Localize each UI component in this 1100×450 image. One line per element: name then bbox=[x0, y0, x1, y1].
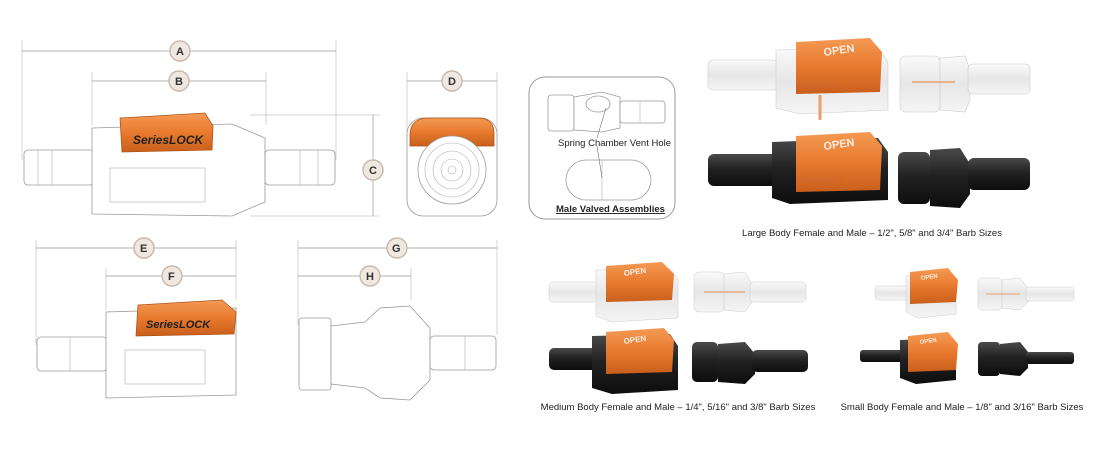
svg-text:E: E bbox=[140, 243, 147, 255]
drawing-side-view-abc: SeriesLOCK bbox=[21, 40, 380, 217]
svg-text:B: B bbox=[175, 76, 183, 88]
inset-male-valved-assemblies: Spring Chamber Vent Hole Male Valved Ass… bbox=[528, 76, 676, 220]
drawing-end-view-d bbox=[406, 72, 498, 217]
caption-medium-body: Medium Body Female and Male – 1/4", 5/16… bbox=[541, 402, 816, 413]
svg-text:F: F bbox=[168, 271, 175, 283]
orange-latch bbox=[119, 112, 214, 153]
brand-label: SeriesLOCK bbox=[133, 133, 204, 147]
svg-text:C: C bbox=[369, 165, 377, 177]
svg-text:H: H bbox=[366, 271, 374, 283]
dimension-badge-b: B bbox=[168, 70, 190, 92]
svg-text:A: A bbox=[176, 46, 184, 58]
svg-text:OPEN: OPEN bbox=[623, 266, 647, 278]
dimension-badge-c: C bbox=[362, 159, 384, 181]
product-small-body: OPEN OPEN Small Body Female and Male – 1… bbox=[841, 268, 1084, 413]
inset-callout: Spring Chamber Vent Hole bbox=[558, 138, 671, 149]
caption-large-body: Large Body Female and Male – 1/2", 5/8" … bbox=[742, 228, 1002, 239]
svg-text:OPEN: OPEN bbox=[919, 338, 937, 346]
svg-text:G: G bbox=[392, 243, 401, 255]
svg-text:OPEN: OPEN bbox=[823, 43, 856, 59]
svg-text:SeriesLOCK: SeriesLOCK bbox=[798, 81, 843, 90]
drawing-female-ef: SeriesLOCK bbox=[35, 240, 237, 399]
dimension-badge-d: D bbox=[441, 70, 463, 92]
dimension-badge-h: H bbox=[359, 265, 381, 287]
inset-title: Male Valved Assemblies bbox=[556, 204, 665, 215]
drawing-male-gh bbox=[297, 240, 498, 401]
product-medium-body: OPEN OPEN Medium Body Female and Male – … bbox=[541, 262, 816, 413]
svg-text:OPEN: OPEN bbox=[823, 137, 856, 153]
brand-label: SeriesLOCK bbox=[146, 319, 211, 331]
dimension-badge-f: F bbox=[161, 265, 183, 287]
svg-text:D: D bbox=[448, 76, 456, 88]
dimension-badge-e: E bbox=[133, 237, 155, 259]
dimension-badge-a: A bbox=[169, 40, 191, 62]
product-large-body: OPEN SeriesLOCK OPEN SeriesLOCK Large Bo… bbox=[707, 38, 1031, 239]
svg-text:OPEN: OPEN bbox=[920, 274, 938, 282]
svg-text:SeriesLOCK: SeriesLOCK bbox=[800, 175, 845, 184]
caption-small-body: Small Body Female and Male – 1/8" and 3/… bbox=[841, 402, 1084, 413]
svg-text:OPEN: OPEN bbox=[623, 334, 647, 346]
dimension-badge-g: G bbox=[386, 237, 408, 259]
